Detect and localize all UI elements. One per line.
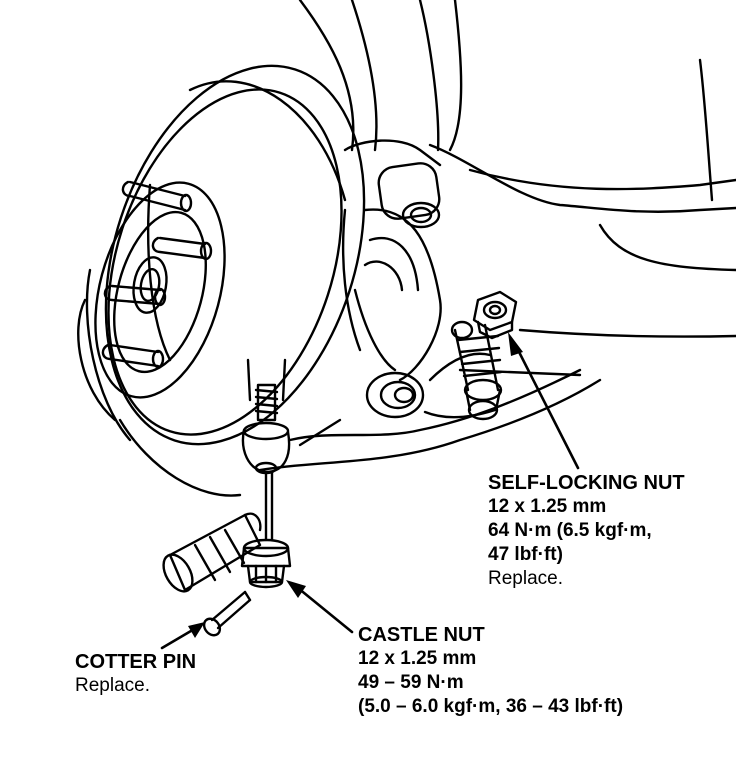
- castle-nut-torque-line2: (5.0 – 6.0 kgf·m, 36 – 43 lbf·ft): [358, 696, 624, 717]
- cotter-pin-callout: COTTER PIN Replace.: [75, 650, 196, 698]
- leader-lines: [160, 332, 580, 650]
- cotter-pin-shape: [202, 590, 252, 637]
- castle-nut-arrowhead: [286, 580, 306, 598]
- self-locking-nut-leader: [514, 344, 580, 470]
- cotter-pin-note: Replace.: [75, 675, 150, 696]
- self-locking-nut-callout: SELF-LOCKING NUT 12 x 1.25 mm 64 N·m (6.…: [488, 471, 685, 591]
- castle-nut-torque-line1: 49 – 59 N·m: [358, 672, 464, 693]
- brake-rotor: [104, 64, 366, 497]
- self-locking-nut-size: 12 x 1.25 mm: [488, 496, 607, 517]
- castle-nut-shape: [240, 538, 292, 589]
- self-locking-nut-shape: [472, 290, 518, 340]
- self-locking-nut-arrowhead: [508, 332, 523, 356]
- steering-knuckle: [341, 139, 442, 382]
- cotter-pin-leader: [160, 626, 198, 650]
- body-outline: [298, 0, 736, 338]
- castle-nut-callout: CASTLE NUT 12 x 1.25 mm 49 – 59 N·m (5.0…: [358, 623, 623, 719]
- cotter-pin-arrowhead: [188, 622, 205, 638]
- self-locking-nut-torque-line1: 64 N·m (6.5 kgf·m,: [488, 520, 652, 541]
- cotter-pin-title: COTTER PIN: [75, 651, 197, 673]
- ball-joint-stud: [241, 358, 291, 542]
- self-locking-nut-torque-line2: 47 lbf·ft): [488, 544, 563, 565]
- self-locking-nut-note: Replace.: [488, 568, 563, 589]
- self-locking-nut-title: SELF-LOCKING NUT: [488, 472, 685, 494]
- lower-arm: [258, 352, 602, 472]
- wheel-hub: [77, 180, 226, 442]
- castle-nut-title: CASTLE NUT: [358, 624, 485, 646]
- tie-rod-end: [162, 512, 262, 593]
- castle-nut-size: 12 x 1.25 mm: [358, 648, 477, 669]
- castle-nut-leader: [296, 586, 354, 634]
